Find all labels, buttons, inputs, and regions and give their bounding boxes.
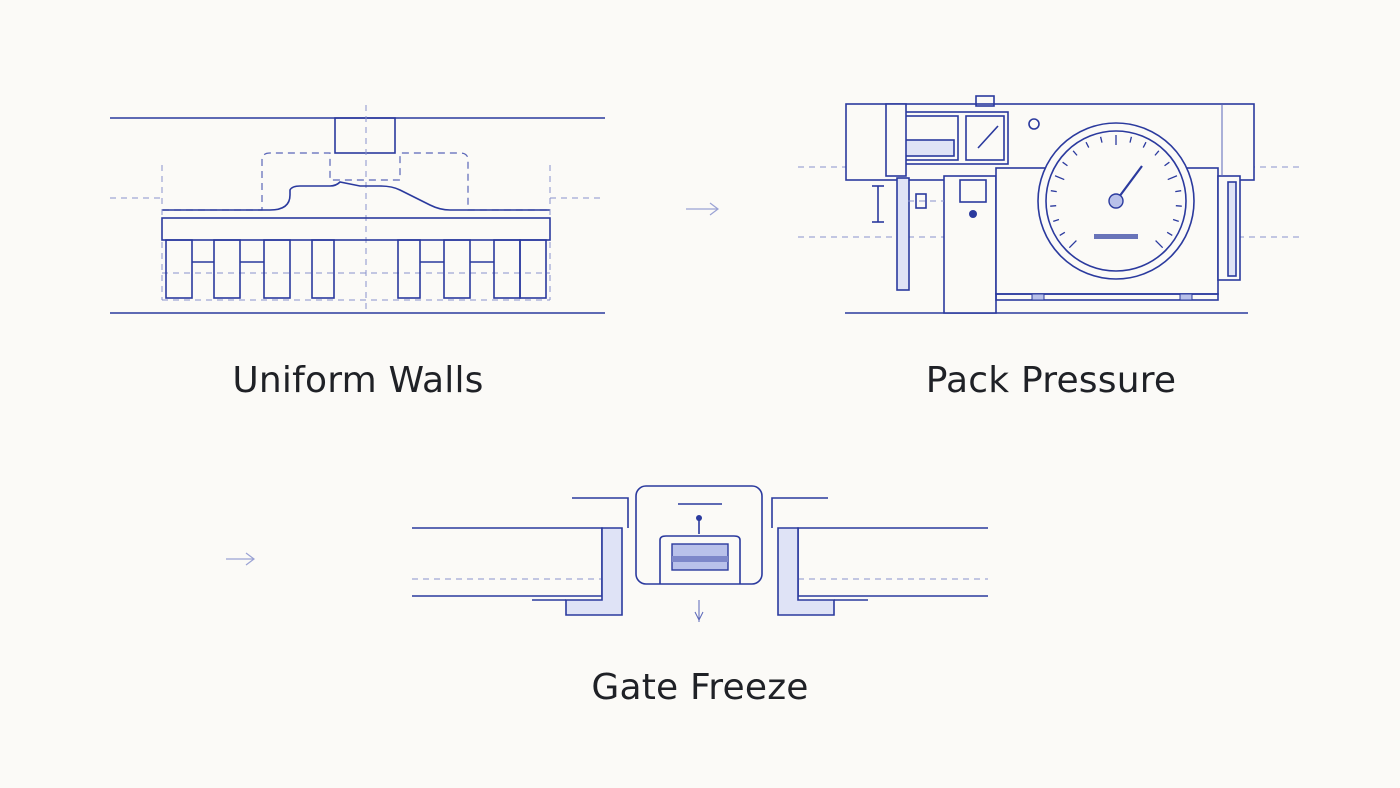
pack-pressure-label: Pack Pressure — [925, 360, 1177, 401]
gauge-tick — [1154, 150, 1160, 156]
gauge-tick — [1175, 190, 1182, 193]
uniform-walls-label: Uniform Walls — [232, 360, 484, 401]
gate-freeze-label: Gate Freeze — [591, 667, 809, 708]
gauge-tick — [1166, 231, 1173, 237]
gauge-tick — [1062, 161, 1068, 167]
gauge-tick — [1172, 218, 1179, 223]
arrow-right-icon — [686, 202, 719, 216]
pack-pressure-diagram — [798, 95, 1300, 314]
gauge-tick — [1085, 141, 1090, 148]
uniform-walls-diagram — [110, 105, 605, 314]
gauge-tick — [1155, 240, 1164, 249]
gauge-tick — [1164, 161, 1170, 167]
gauge-tick — [1167, 175, 1178, 181]
gauge-tick — [1068, 240, 1077, 249]
gauge-tick — [1142, 141, 1147, 148]
gauge-tick — [1054, 175, 1065, 181]
gauge-tick — [1050, 190, 1057, 193]
gauge-tick — [1072, 150, 1078, 156]
gauge-tick — [1059, 231, 1066, 237]
gauge-ticks — [1050, 135, 1182, 249]
gate-freeze-diagram — [412, 485, 988, 622]
gauge-tick — [1053, 218, 1060, 223]
gauge-tick — [1129, 136, 1133, 143]
arrow-right-icon — [226, 552, 255, 566]
gauge-tick — [1099, 136, 1103, 143]
